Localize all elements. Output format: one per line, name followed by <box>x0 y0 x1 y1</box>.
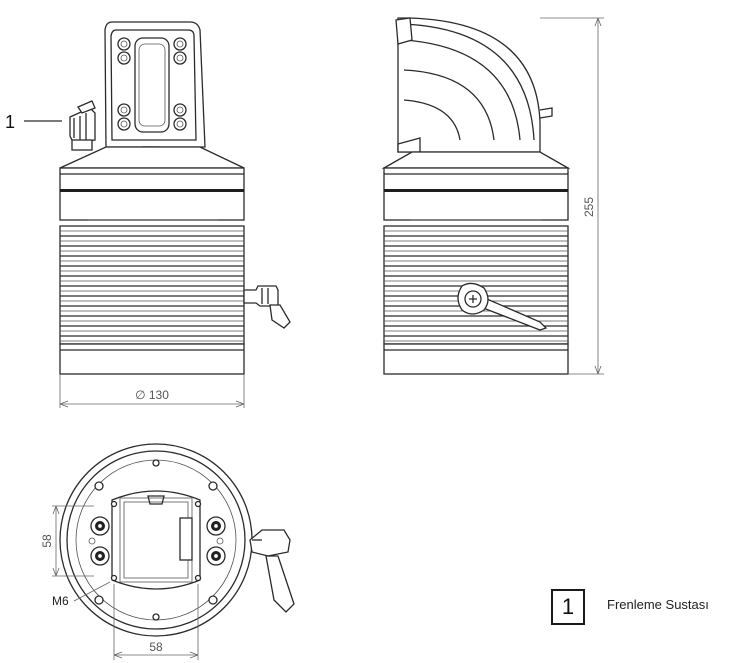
band-groove-side <box>384 189 568 192</box>
base-side <box>383 343 569 375</box>
vertical-hole-label: 58 <box>40 534 54 548</box>
upper-band-side <box>383 167 569 221</box>
bellows-front <box>59 225 245 345</box>
top-view: 58 58 M6 <box>40 443 295 660</box>
side-view: 255 <box>381 17 604 375</box>
thread-label: M6 <box>52 594 69 608</box>
side-lever-front <box>243 285 291 329</box>
ring-holes <box>88 459 224 621</box>
quarter-housing-side <box>395 17 553 153</box>
side-lever-top <box>249 529 295 613</box>
knob-lever-side <box>457 282 548 331</box>
band-groove-front <box>60 189 244 192</box>
legend-label: Frenleme Sustası <box>607 597 709 612</box>
base-front <box>59 343 245 375</box>
height-label: 255 <box>582 197 596 217</box>
mounting-bolts <box>90 516 226 566</box>
horizontal-hole-dimension <box>113 584 199 660</box>
diameter-dimension <box>59 374 245 408</box>
brake-lever-front <box>69 100 96 151</box>
vertical-hole-dimension <box>52 505 94 577</box>
horizontal-hole-label: 58 <box>149 640 163 654</box>
height-dimension <box>540 17 604 375</box>
front-view: ∅ 130 <box>24 21 291 408</box>
upper-band-front <box>59 167 245 221</box>
callout-number-1: 1 <box>5 112 16 132</box>
thread-leader <box>73 581 111 602</box>
diameter-label: ∅ 130 <box>135 388 169 402</box>
cone-top-side <box>381 151 571 169</box>
mounting-plate-front <box>104 21 206 160</box>
legend-number-box: 1 <box>551 589 585 625</box>
